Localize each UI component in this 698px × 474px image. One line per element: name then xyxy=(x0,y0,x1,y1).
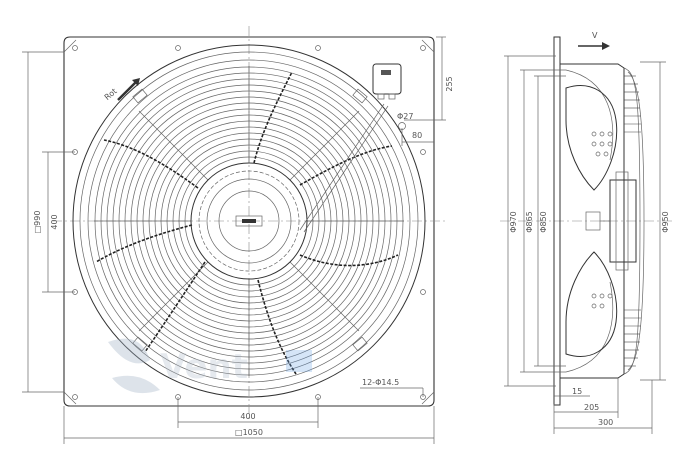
svg-text:15: 15 xyxy=(572,387,582,396)
dimension-d970: Φ970 xyxy=(504,55,556,387)
side-guard-grille xyxy=(623,67,645,375)
dimension-hole-spacing-horizontal: 400 xyxy=(177,397,319,428)
svg-text:Φ950: Φ950 xyxy=(661,211,670,233)
rotation-label: Rot xyxy=(103,87,119,102)
svg-text:Φ850: Φ850 xyxy=(539,211,548,233)
svg-text:300: 300 xyxy=(598,418,613,427)
dimension-d865: Φ865 xyxy=(520,69,566,373)
airflow-indicator: V xyxy=(578,31,610,50)
mounting-plate xyxy=(63,36,435,407)
svg-text:□1050: □1050 xyxy=(235,428,263,437)
svg-text:Φ970: Φ970 xyxy=(509,211,518,233)
dimension-depth-15: 15 xyxy=(554,387,590,397)
side-view: V Φ970 Φ865 Φ850 Φ950 xyxy=(500,31,672,434)
svg-text:80: 80 xyxy=(412,131,422,140)
dimension-depth-300: 300 xyxy=(553,380,653,434)
dimension-hole-spacing-vertical: 400 xyxy=(42,151,75,293)
front-view: Rot □990 400 400 □1050 xyxy=(22,26,454,444)
watermark: Vent xyxy=(108,338,312,394)
svg-text:400: 400 xyxy=(240,412,255,421)
svg-text:Φ865: Φ865 xyxy=(525,211,534,233)
dimension-depth-205: 205 xyxy=(553,378,619,418)
dimension-height-990: □990 xyxy=(22,51,64,393)
airflow-label: V xyxy=(592,31,598,40)
shroud-brackets xyxy=(132,88,368,352)
fan-blades xyxy=(95,71,399,375)
rotor-hub xyxy=(190,162,308,280)
svg-text:205: 205 xyxy=(584,403,599,412)
dimension-holes: 12-Φ14.5 xyxy=(360,378,424,397)
terminal-box xyxy=(372,63,406,130)
mounting-flange xyxy=(553,36,561,406)
dimension-box-height: 255 xyxy=(404,36,454,121)
watermark-text: Vent xyxy=(160,347,248,387)
dimension-d850: Φ850 xyxy=(534,75,566,367)
svg-text:12-Φ14.5: 12-Φ14.5 xyxy=(362,378,399,387)
svg-text:255: 255 xyxy=(445,76,454,91)
svg-text:400: 400 xyxy=(50,214,59,229)
blade-profile xyxy=(565,85,618,357)
dimension-d950: Φ950 xyxy=(640,61,670,381)
shroud-outer-ring xyxy=(72,44,426,398)
svg-text:□990: □990 xyxy=(33,211,42,234)
motor-profile xyxy=(585,171,637,271)
dimension-width-1050: □1050 xyxy=(63,406,435,444)
dimension-box-offset: 80 Φ27 xyxy=(397,112,434,146)
shroud-profile xyxy=(560,63,625,379)
svg-text:Φ27: Φ27 xyxy=(397,112,413,121)
